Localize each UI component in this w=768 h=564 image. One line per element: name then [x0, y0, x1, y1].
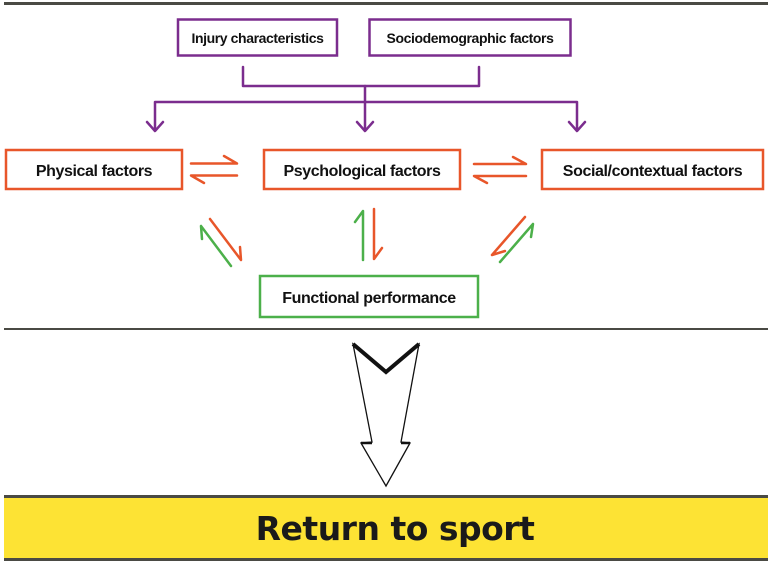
determinant-label-injury: Injury characteristics — [191, 30, 324, 46]
determinant-label-sociodemographic: Sociodemographic factors — [387, 30, 555, 46]
factor-box-social: Social/contextual factors — [540, 148, 765, 191]
functional-performance-box: Functional performance — [258, 274, 480, 319]
arrowhead-to-psychological-icon — [355, 120, 375, 133]
return-to-sport-banner: Return to sport — [4, 495, 768, 561]
determinant-box-sociodemographic: Sociodemographic factors — [368, 18, 572, 57]
bidirectional-arrow-psychological-social-icon — [472, 155, 528, 185]
bidirectional-arrow-social-functional-icon — [490, 215, 535, 264]
return-to-sport-label: Return to sport — [256, 509, 535, 548]
determinant-connector — [153, 65, 579, 132]
functional-performance-label: Functional performance — [282, 290, 456, 307]
arrowhead-to-social-icon — [567, 120, 587, 133]
bidirectional-arrow-physical-functional-icon — [199, 217, 243, 268]
factor-box-physical: Physical factors — [4, 148, 184, 191]
factor-label-psychological: Psychological factors — [284, 163, 441, 180]
arrowhead-to-physical-icon — [145, 120, 165, 133]
factor-label-physical: Physical factors — [36, 163, 153, 180]
bidirectional-arrow-psychological-functional-icon — [353, 207, 384, 262]
determinant-box-injury: Injury characteristics — [176, 18, 339, 57]
factor-label-social: Social/contextual factors — [563, 163, 743, 180]
large-down-arrow-icon — [351, 342, 421, 488]
bidirectional-arrow-physical-psychological-icon — [189, 154, 239, 185]
factor-box-psychological: Psychological factors — [262, 148, 462, 191]
